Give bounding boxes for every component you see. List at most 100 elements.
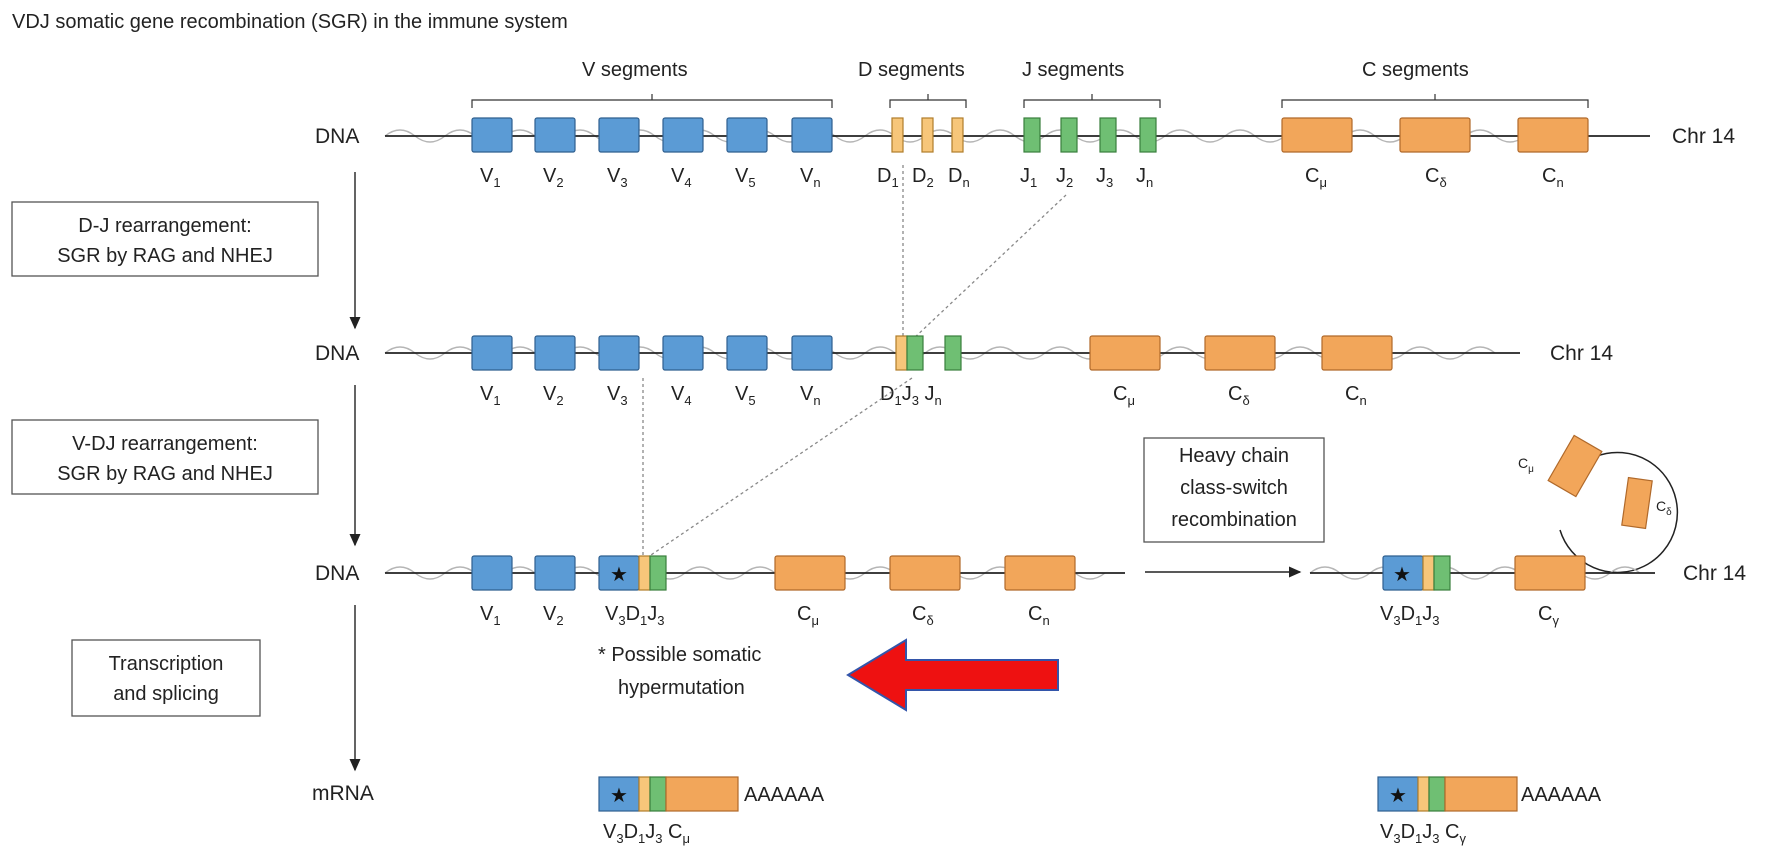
svg-text:D1: D1 (877, 165, 899, 190)
svg-text:V3: V3 (607, 383, 628, 408)
mrna1-polya: AAAAAA (744, 784, 825, 806)
d-segments-label: D segments (858, 59, 965, 81)
mrna2-j3 (1428, 776, 1446, 812)
step-box-transcription: Transcription and splicing (71, 639, 261, 717)
mrna2-c-gamma (1444, 776, 1518, 812)
class-switch-box-frame (1143, 437, 1325, 543)
row-vdj: DNA ★ V1 V2 V3D1J3 Cμ Cδ Cn * Possible s… (315, 555, 1125, 712)
hypermutation-note-line1: * Possible somatic (598, 644, 761, 666)
c-delta-segment (1399, 117, 1471, 153)
dj-box-line2: SGR by RAG and NHEJ (57, 245, 273, 267)
svg-text:V1: V1 (480, 165, 501, 190)
v1-segment (471, 555, 513, 591)
j3-segment (1099, 117, 1117, 153)
v4-segment (662, 117, 704, 153)
mrna1-j3 (649, 776, 667, 812)
jn-segment (1139, 117, 1157, 153)
highlight-arrow-icon (846, 638, 1059, 712)
j-segments-label: J segments (1022, 59, 1124, 81)
svg-text:Cμ: Cμ (1113, 383, 1135, 408)
svg-text:Vn: Vn (800, 383, 821, 408)
v2-segment (534, 335, 576, 371)
dn-segment (951, 117, 964, 153)
v3-segment (598, 335, 640, 371)
svg-text:Cγ: Cγ (1538, 603, 1559, 628)
row-switched: ★ Chr 14 V3D1J3 Cγ (1309, 555, 1746, 628)
d-segments-bracket (889, 94, 967, 108)
excised-c-delta (1621, 476, 1653, 530)
svg-text:J3: J3 (1096, 165, 1113, 190)
c-mu-segment (1089, 335, 1161, 371)
class-switch-box: Heavy chain class-switch recombination (1143, 437, 1325, 543)
row-germline: DNA V segments D segments J segments C s… (315, 59, 1735, 190)
dj-box-line1: D-J rearrangement: (78, 215, 251, 237)
d1-segment (1422, 555, 1435, 591)
svg-text:Dn: Dn (948, 165, 970, 190)
excised-circle: Cμ Cδ (1518, 434, 1679, 574)
svg-text:V2: V2 (543, 603, 564, 628)
svg-text:V3D1J3: V3D1J3 (605, 603, 665, 628)
svg-text:J1: J1 (1020, 165, 1037, 190)
star-icon: ★ (1389, 785, 1407, 807)
class-switch-line1: Heavy chain (1179, 445, 1289, 467)
d1-segment (891, 117, 904, 153)
dna-label-row1: DNA (315, 125, 359, 148)
excised-dna-loop (1559, 451, 1679, 574)
svg-text:Vn: Vn (800, 165, 821, 190)
step-box-vdj: V-DJ rearrangement: SGR by RAG and NHEJ (11, 419, 319, 495)
transcription-line2: and splicing (113, 683, 219, 705)
dj-rearrangement-box (11, 201, 319, 277)
step-box-dj: D-J rearrangement: SGR by RAG and NHEJ (11, 201, 319, 277)
c-mu-segment (774, 555, 846, 591)
vdj-box-line2: SGR by RAG and NHEJ (57, 463, 273, 485)
chr14-label-row2: Chr 14 (1550, 342, 1613, 365)
svg-text:V2: V2 (543, 383, 564, 408)
v1-segment (471, 117, 513, 153)
mrna1-d1 (638, 776, 651, 812)
v-segments-label: V segments (582, 59, 688, 81)
j-segments-bracket (1023, 94, 1161, 108)
svg-text:V4: V4 (671, 165, 692, 190)
dotted-link-j3 (911, 194, 1067, 341)
j3-segment (1433, 555, 1451, 591)
class-switch-line2: class-switch (1180, 477, 1288, 499)
v4-segment (662, 335, 704, 371)
d2-segment (921, 117, 934, 153)
svg-text:D2: D2 (912, 165, 934, 190)
mrna2-polya: AAAAAA (1521, 784, 1602, 806)
svg-text:V5: V5 (735, 165, 756, 190)
c-delta-segment (889, 555, 961, 591)
j1-segment (1023, 117, 1041, 153)
svg-text:Cn: Cn (1345, 383, 1367, 408)
excised-c-mu (1547, 434, 1603, 498)
v-segments-bracket (471, 94, 833, 108)
figure-title: VDJ somatic gene recombination (SGR) in … (12, 11, 568, 33)
v2-segment (534, 117, 576, 153)
jn-segment (944, 335, 962, 371)
svg-text:Cn: Cn (1028, 603, 1050, 628)
svg-text:Jn: Jn (1136, 165, 1153, 190)
v5-segment (726, 335, 768, 371)
row-mrna: mRNA ★ AAAAAA V3D1J3 Cμ ★ AAAAAA V3D1J3 … (312, 776, 1602, 846)
transcription-line1: Transcription (109, 653, 224, 675)
excised-c-mu-label: Cμ (1518, 455, 1534, 475)
svg-text:V1: V1 (480, 603, 501, 628)
svg-text:Cδ: Cδ (1228, 383, 1250, 408)
svg-text:V3: V3 (607, 165, 628, 190)
j3-segment (906, 335, 924, 371)
svg-text:Cμ: Cμ (797, 603, 819, 628)
class-switch-line3: recombination (1171, 509, 1297, 531)
hypermutation-note-line2: hypermutation (618, 677, 745, 699)
star-icon: ★ (1393, 564, 1411, 586)
svg-text:Cδ: Cδ (912, 603, 934, 628)
c-segments-label: C segments (1362, 59, 1469, 81)
chr14-label-row1: Chr 14 (1672, 125, 1735, 148)
star-icon: ★ (610, 564, 628, 586)
segment-labels-switched: V3D1J3 Cγ (1380, 603, 1559, 628)
mrna-label: mRNA (312, 782, 374, 805)
svg-text:V1: V1 (480, 383, 501, 408)
svg-text:Cn: Cn (1542, 165, 1564, 190)
svg-text:V4: V4 (671, 383, 692, 408)
svg-text:V3D1J3: V3D1J3 (1380, 603, 1440, 628)
segment-labels-row2: V1 V2 V3 V4 V5 Vn D1J3 Jn Cμ Cδ Cn (480, 383, 1367, 408)
